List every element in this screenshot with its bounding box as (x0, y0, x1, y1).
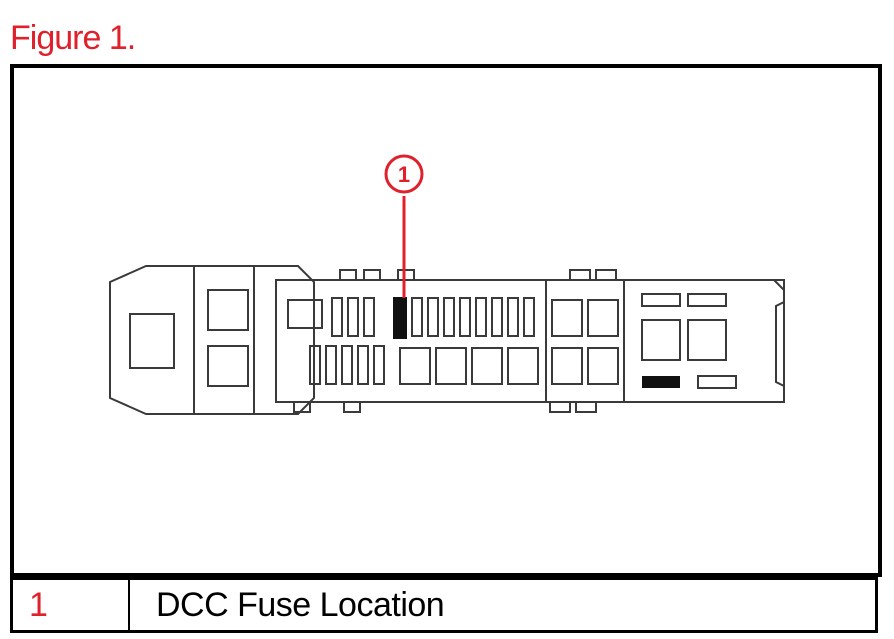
fuse-slot (363, 297, 375, 337)
fuse-slot (331, 297, 343, 337)
connector-housing (109, 265, 255, 415)
fuse-slot-filled (642, 376, 680, 388)
fuse-slot (697, 375, 737, 389)
fuse-slot (507, 297, 519, 337)
relay-slot (551, 347, 583, 385)
fuse-slot (523, 297, 535, 337)
latch-tab (575, 401, 597, 413)
housing-neck (254, 265, 315, 415)
fuse-slot (325, 345, 337, 385)
fuse-slot (427, 297, 439, 337)
fuse-slot (641, 293, 681, 307)
fuse-slot (341, 345, 353, 385)
fuse-slot (459, 297, 471, 337)
relay-slot (587, 347, 619, 385)
connector-port (207, 289, 249, 331)
fuse-slot (309, 345, 321, 385)
diagram-frame: 1 (10, 64, 882, 577)
legend-number: 1 (13, 580, 130, 630)
relay-slot (587, 299, 619, 337)
latch-tab (339, 269, 357, 281)
connector-port (207, 345, 249, 387)
fuse-slot (491, 297, 503, 337)
fuse-slot (443, 297, 455, 337)
fuse-block-tab (773, 279, 785, 402)
latch-tab (343, 401, 361, 413)
fuse-slot (373, 345, 385, 385)
latch-tab (293, 401, 311, 413)
latch-tab (569, 269, 591, 281)
fuse-slot (687, 293, 727, 307)
fuse-slot (475, 297, 487, 337)
relay-slot (507, 347, 539, 385)
figure-title: Figure 1. (10, 19, 136, 57)
relay-slot (551, 299, 583, 337)
latch-tab (549, 401, 571, 413)
dcc-fuse-highlight (393, 297, 407, 339)
connector-port (129, 313, 175, 369)
relay-slot (641, 319, 681, 361)
fuse-slot (287, 299, 323, 329)
fuse-slot (411, 297, 423, 337)
fuse-block-body (275, 279, 785, 403)
fuse-slot (347, 297, 359, 337)
fuse-box-diagram: 1 (109, 154, 785, 415)
legend-table: 1 DCC Fuse Location (10, 577, 878, 633)
fuse-slot (357, 345, 369, 385)
latch-tab (397, 269, 415, 281)
relay-slot (471, 347, 503, 385)
legend-description: DCC Fuse Location (156, 586, 445, 624)
relay-slot (399, 347, 431, 385)
circled-number-icon (384, 154, 424, 194)
latch-tab (595, 269, 617, 281)
relay-slot (687, 319, 727, 361)
callout-number: 1 (398, 162, 410, 187)
relay-slot (435, 347, 467, 385)
latch-tab (363, 269, 381, 281)
